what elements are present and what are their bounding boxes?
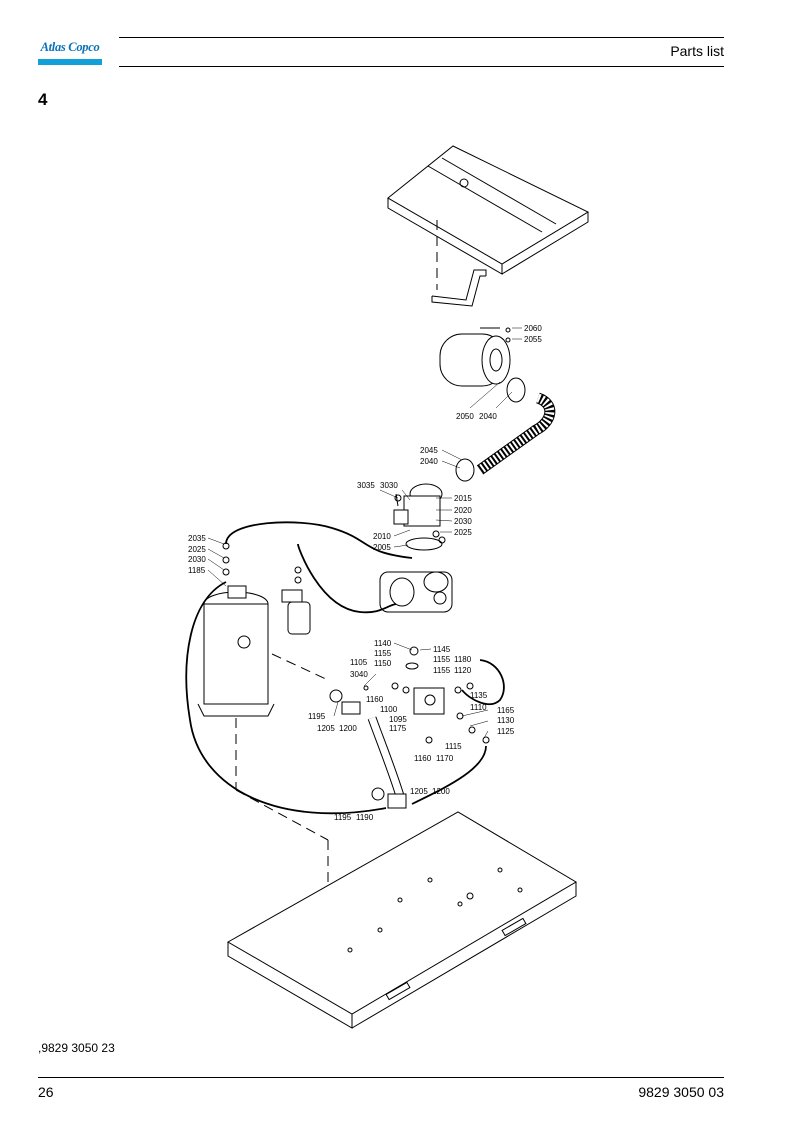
part-label: 1185 (188, 566, 206, 575)
part-label: 1195 (334, 813, 352, 822)
part-label: 1190 (356, 813, 374, 822)
part-label: 2060 (524, 324, 542, 333)
o-ring-lower (371, 787, 385, 801)
part-label: 1125 (497, 727, 515, 736)
part-label: 2020 (454, 506, 472, 515)
valve-block (413, 687, 445, 715)
hose-clamp (455, 458, 475, 482)
part-label: 1200 (432, 787, 450, 796)
intake-valve (393, 483, 443, 527)
leader-lines (207, 327, 522, 739)
part-label: 2035 (188, 534, 206, 543)
figure-reference: ,9829 3050 23 (38, 1041, 115, 1055)
part-label: 1155 (374, 649, 392, 658)
part-label: 2030 (188, 555, 206, 564)
part-label: 1205 (410, 787, 428, 796)
section-number: 4 (38, 90, 48, 109)
part-label: 3030 (380, 481, 398, 490)
part-label: 2010 (373, 532, 391, 541)
part-label: 1170 (436, 754, 454, 763)
part-label: 1095 (389, 715, 407, 724)
air-filter (439, 327, 511, 387)
part-label: 2040 (479, 412, 497, 421)
part-label: 1120 (454, 666, 472, 675)
oil-pipes (185, 521, 505, 815)
part-label: 1140 (374, 639, 392, 648)
part-label: 2040 (420, 457, 438, 466)
part-label: 1165 (497, 706, 515, 715)
part-labels: 2060 2055 2050 2040 2045 2040 3035 3030 … (188, 324, 542, 822)
compressor-element (379, 571, 453, 613)
intake-hose (476, 392, 556, 475)
part-label: 2050 (456, 412, 474, 421)
part-label: 1160 (366, 695, 384, 704)
part-label: 1110 (470, 703, 487, 712)
page-title: Parts list (670, 43, 724, 59)
part-label: 2030 (454, 517, 472, 526)
mounting-bracket (431, 269, 487, 307)
part-label: 1180 (454, 655, 472, 664)
top-cover-panel (387, 145, 590, 275)
part-label: 3040 (350, 670, 368, 679)
part-label: 1115 (445, 742, 462, 751)
atlas-copco-logo: Atlas Copco (38, 38, 102, 66)
part-label: 2055 (524, 335, 542, 344)
part-label: 1205 (317, 724, 335, 733)
part-label: 1145 (433, 645, 451, 654)
valve-gasket (405, 537, 443, 551)
part-label: 2025 (454, 528, 472, 537)
clamp-ring (506, 377, 526, 403)
part-label: 1155 (433, 655, 451, 664)
part-label: 1175 (389, 724, 407, 733)
base-frame (226, 811, 577, 1029)
part-label: 1105 (350, 658, 368, 667)
part-label: 1160 (414, 754, 432, 763)
part-label: 1155 (433, 666, 451, 675)
part-label: 1130 (497, 716, 515, 725)
document-number: 9829 3050 03 (638, 1084, 724, 1100)
part-label: 2025 (188, 545, 206, 554)
part-label: 2045 (420, 446, 438, 455)
logo-bar (38, 59, 102, 65)
assembly-lines (235, 220, 438, 930)
part-label: 2015 (454, 494, 472, 503)
brand-name: Atlas Copco (40, 40, 100, 54)
part-label: 2005 (373, 543, 391, 552)
part-label: 3035 (357, 481, 375, 490)
part-label: 1100 (380, 705, 398, 714)
oil-filter (281, 589, 311, 635)
part-label: 1195 (308, 712, 326, 721)
elbow-fitting (387, 793, 407, 809)
header-rule-bottom (119, 66, 724, 67)
page-number: 26 (38, 1084, 54, 1100)
footer-rule (38, 1077, 724, 1078)
separator-tank (197, 585, 275, 717)
header-rule-top (119, 37, 724, 38)
part-label: 1135 (470, 691, 488, 700)
fittings (222, 327, 511, 744)
part-label: 1200 (339, 724, 357, 733)
part-label: 1150 (374, 659, 392, 668)
